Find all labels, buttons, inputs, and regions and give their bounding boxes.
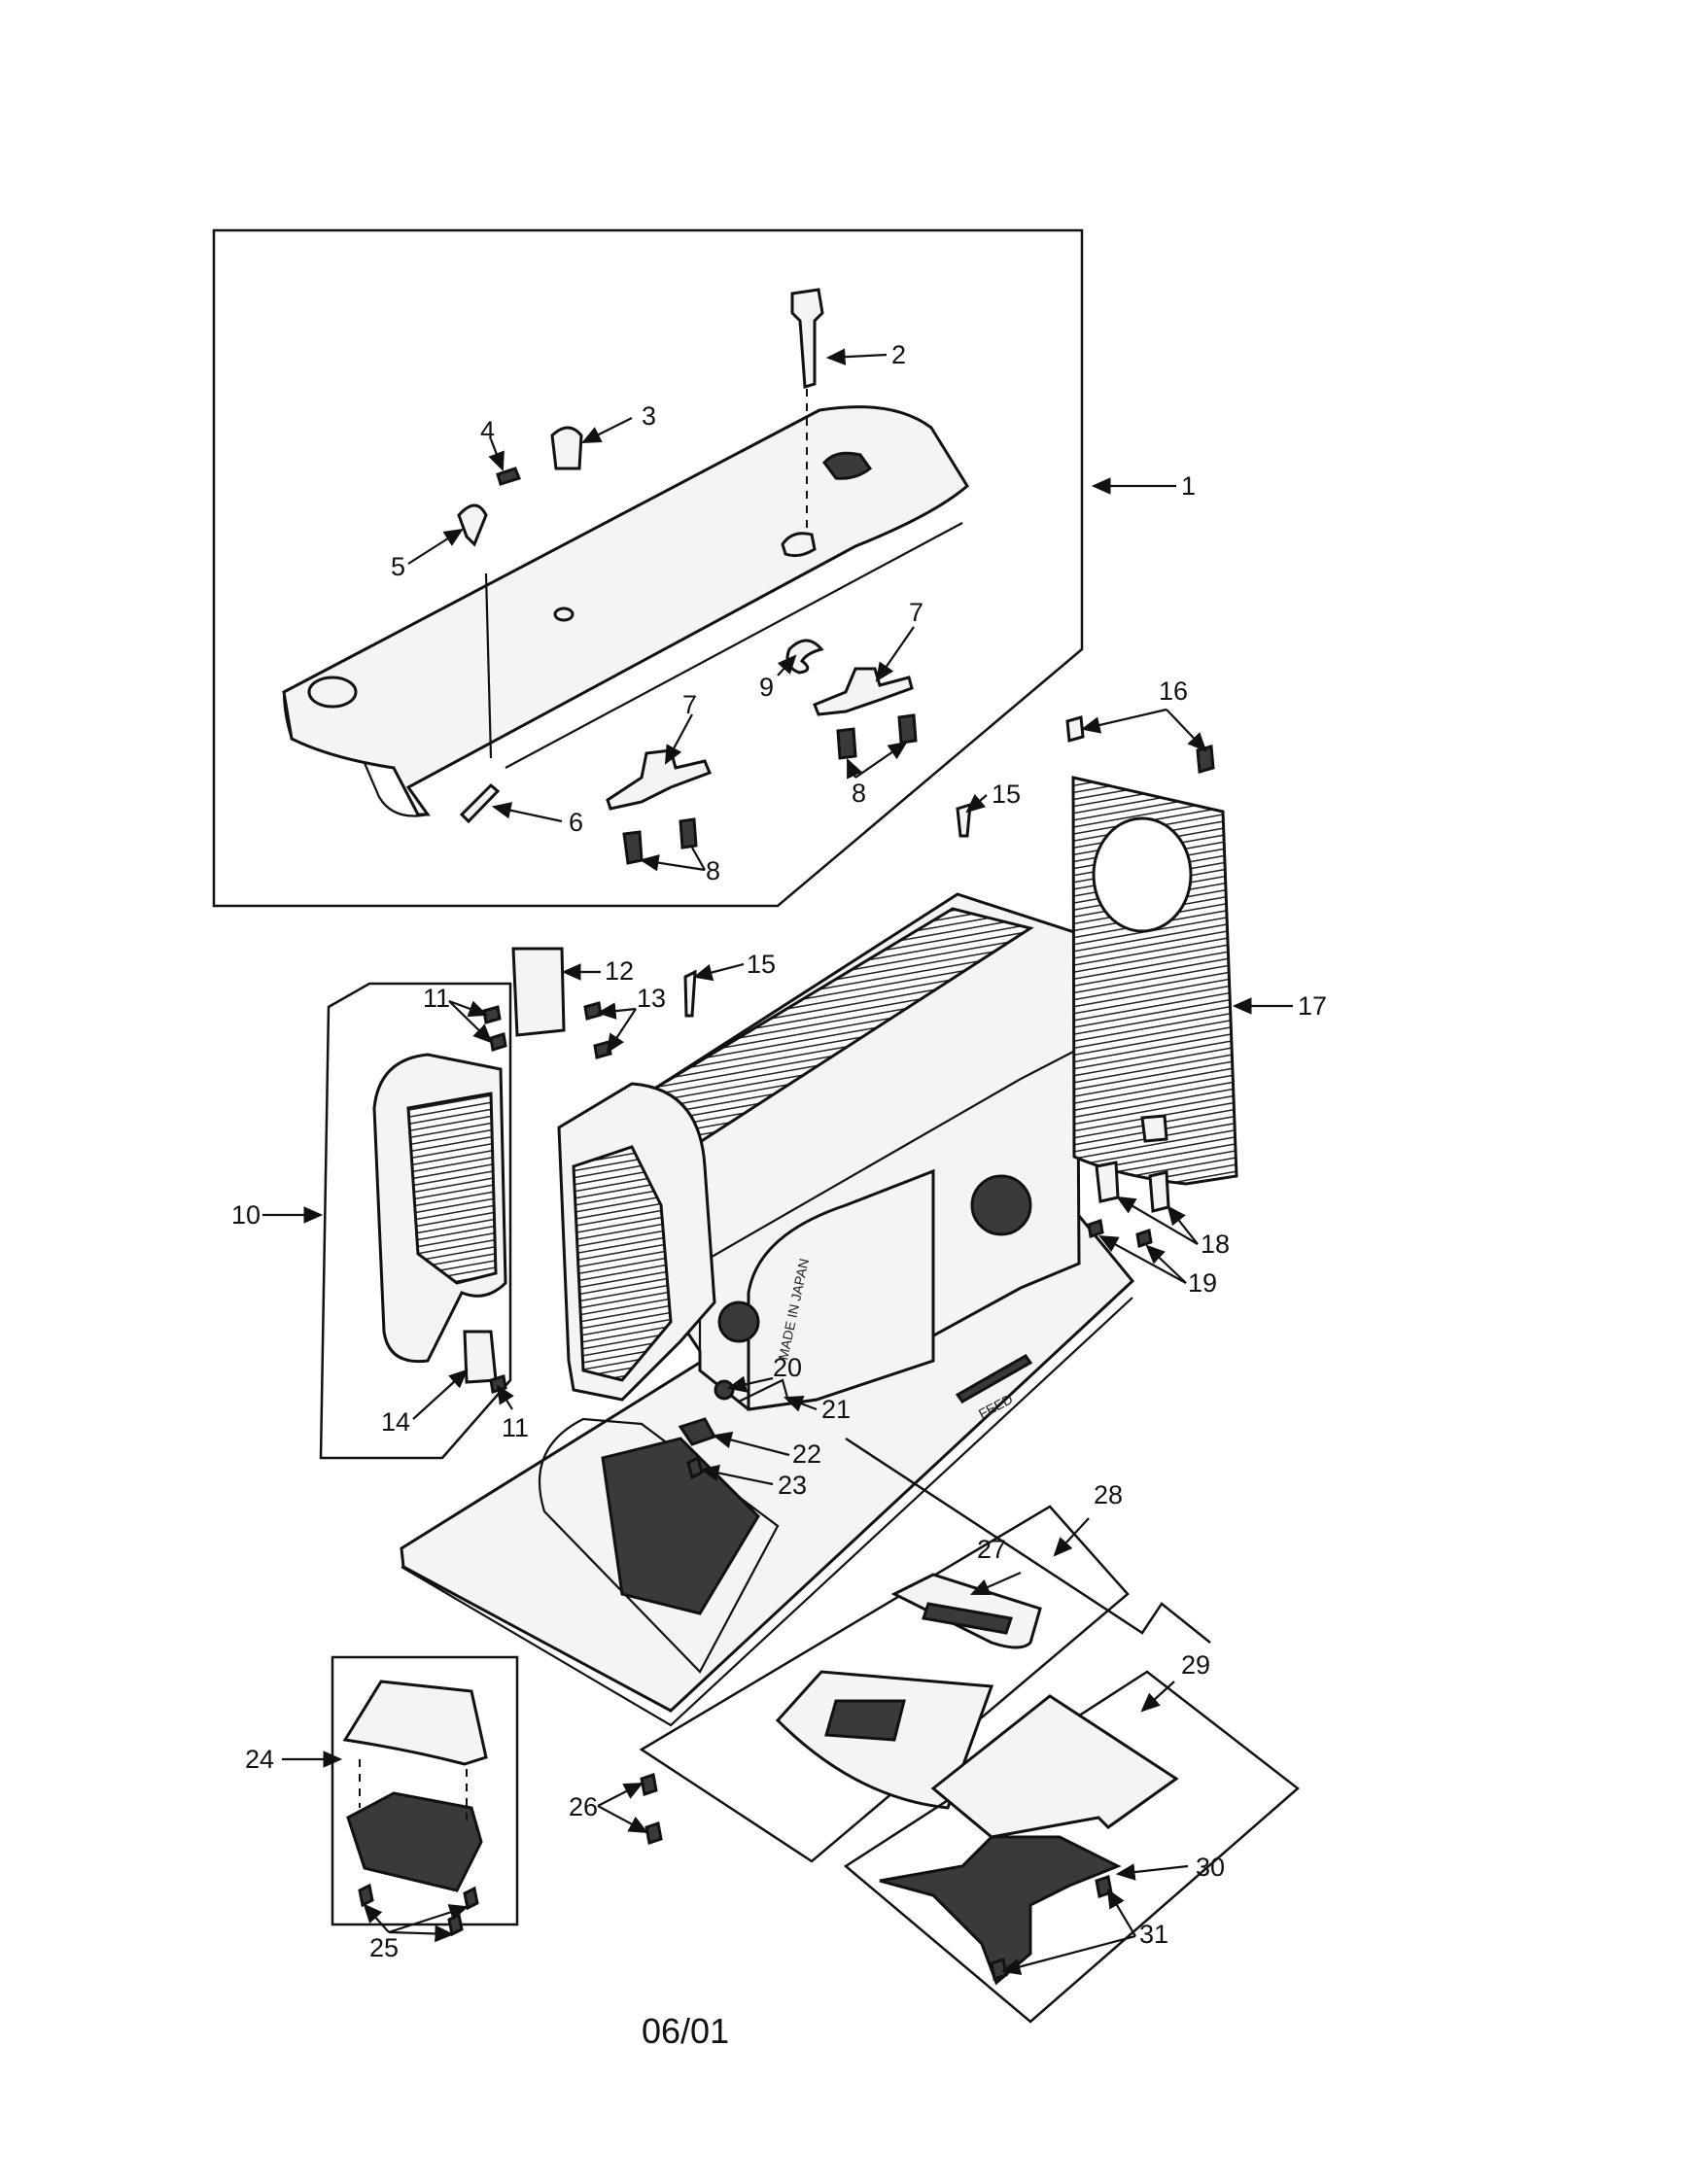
callout-8b: 8 <box>852 779 866 808</box>
callout-9: 9 <box>759 673 774 702</box>
back-cover-opening <box>1092 816 1193 933</box>
part-2-knob <box>790 288 824 389</box>
callout-19: 19 <box>1188 1268 1217 1298</box>
callout-11b: 11 <box>502 1413 529 1442</box>
callout-24: 24 <box>245 1745 274 1774</box>
callout-8a: 8 <box>706 856 720 885</box>
part-24-plate <box>346 1791 483 1892</box>
callout-13: 13 <box>637 984 666 1013</box>
part-20-screw <box>714 1379 735 1401</box>
part-19-screw-b <box>1135 1229 1153 1248</box>
callout-labels: 1 2 3 4 5 6 7 7 8 8 9 10 11 11 12 13 14 … <box>231 340 1327 1962</box>
part-6-pin <box>459 782 501 824</box>
callout-14: 14 <box>381 1407 410 1437</box>
part-8-screws-a <box>622 817 698 865</box>
part-14-hinge <box>463 1330 498 1384</box>
callout-7a: 7 <box>682 690 697 719</box>
part-23-screw <box>686 1455 704 1480</box>
machine-body-group: MADE IN JAPAN FEED <box>400 802 1135 1727</box>
callout-21: 21 <box>821 1395 851 1424</box>
callout-12: 12 <box>605 956 634 986</box>
part-18-clip-b <box>1148 1170 1170 1213</box>
callout-31: 31 <box>1139 1920 1168 1949</box>
callout-16: 16 <box>1159 676 1188 706</box>
callout-30: 30 <box>1196 1853 1225 1882</box>
part-18-clip-a <box>1095 1161 1120 1203</box>
part-8-screws-b <box>836 713 918 760</box>
callout-25: 25 <box>369 1933 399 1962</box>
part-30-bracket <box>879 1835 1122 1986</box>
callout-15a: 15 <box>992 780 1021 809</box>
part-15-screw-b <box>683 969 697 1018</box>
part-4-screw <box>496 467 521 486</box>
callout-4: 4 <box>480 416 495 445</box>
part-7-bracket-b <box>813 667 914 716</box>
part-7-bracket-a <box>606 748 712 811</box>
part-26-screws <box>640 1773 663 1845</box>
back-cover-group <box>1065 715 1238 1248</box>
callout-3: 3 <box>642 401 656 431</box>
callout-18: 18 <box>1201 1230 1230 1259</box>
top-cover-group <box>212 228 1084 908</box>
callout-5: 5 <box>391 552 405 581</box>
callout-11a: 11 <box>423 984 450 1013</box>
date-code: 06/01 <box>642 2011 729 2051</box>
part-3-plug <box>550 426 583 470</box>
part-12-hinge <box>511 947 566 1037</box>
top-cover-box-outline <box>212 228 1084 908</box>
callout-1: 1 <box>1181 471 1196 501</box>
part-21-hinge-pin <box>738 1378 789 1403</box>
part-16-screw-a <box>1065 715 1085 743</box>
callout-15b: 15 <box>747 950 776 979</box>
callout-10: 10 <box>231 1200 261 1230</box>
callout-7b: 7 <box>909 598 923 627</box>
callout-17: 17 <box>1298 991 1327 1021</box>
bottom-plate-group <box>331 1655 519 1937</box>
callout-27: 27 <box>977 1535 1006 1564</box>
callout-22: 22 <box>792 1439 821 1469</box>
needle-plate-group <box>639 1437 1211 1863</box>
callout-29: 29 <box>1181 1650 1210 1680</box>
callout-20: 20 <box>773 1353 802 1382</box>
part-24-gasket <box>342 1680 488 1766</box>
face-cover-box-outline <box>319 982 512 1460</box>
callout-23: 23 <box>778 1471 807 1500</box>
face-cover-group <box>319 947 612 1460</box>
part-5-clip <box>457 503 488 547</box>
callout-26: 26 <box>569 1792 598 1821</box>
callout-28: 28 <box>1094 1480 1123 1509</box>
top-cover <box>282 405 969 816</box>
callout-6: 6 <box>569 808 583 837</box>
bottom-plate-box-outline <box>331 1655 519 1926</box>
callout-2: 2 <box>891 340 906 369</box>
feed-slot <box>955 1354 1033 1404</box>
bottom-cover-group <box>843 1670 1300 2024</box>
part-19-screw-a <box>1087 1219 1104 1238</box>
part-9-clip <box>785 639 824 675</box>
leader-lines <box>262 348 1293 1976</box>
